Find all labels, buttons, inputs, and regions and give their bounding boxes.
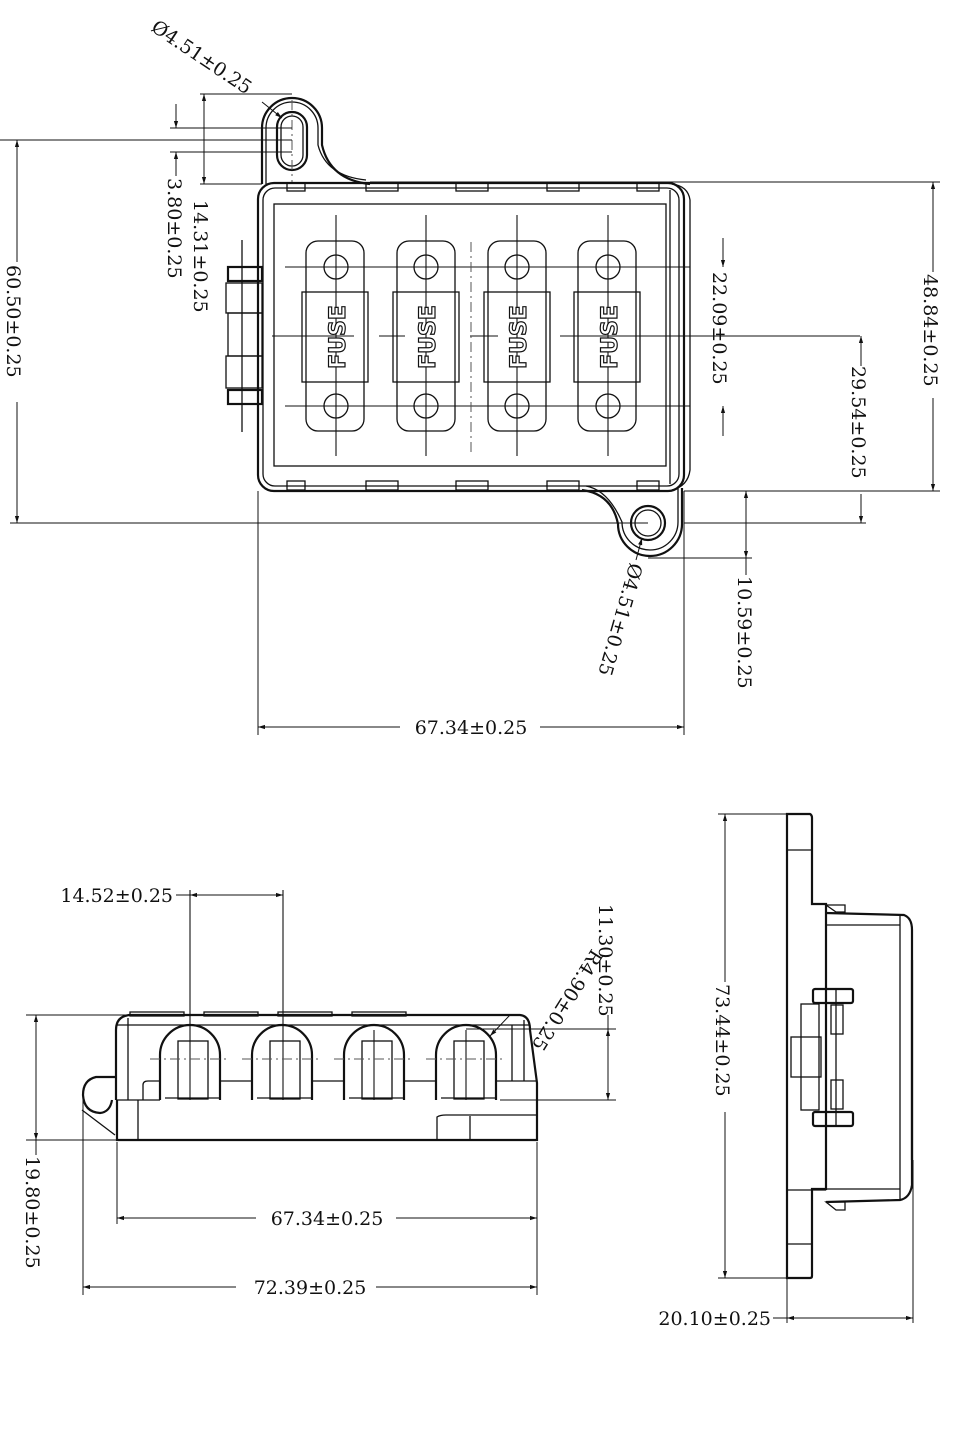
fuse-slot-1: FUSE bbox=[301, 215, 369, 456]
front-arch-4 bbox=[426, 1023, 506, 1100]
top-latches bbox=[286, 182, 660, 491]
dim-center-to-tab-hole: 29.54±0.25 bbox=[684, 336, 872, 524]
front-arch-1 bbox=[150, 890, 230, 1100]
top-mounting-ear bbox=[260, 96, 371, 186]
bottom-mounting-ear bbox=[581, 485, 684, 558]
top-view: FUSE FUSE FUSE FUSE bbox=[0, 16, 944, 739]
svg-text:Ø4.51±0.25: Ø4.51±0.25 bbox=[593, 561, 646, 679]
svg-text:20.10±0.25: 20.10±0.25 bbox=[658, 1308, 771, 1330]
front-arch-3 bbox=[334, 1023, 414, 1100]
svg-text:73.44±0.25: 73.44±0.25 bbox=[711, 984, 733, 1097]
fuse-slot-3: FUSE bbox=[483, 215, 551, 456]
dim-front-overall-width: 72.39±0.25 bbox=[82, 1100, 537, 1299]
side-view: 73.44±0.25 20.10±0.25 bbox=[658, 812, 914, 1330]
svg-text:14.31±0.25: 14.31±0.25 bbox=[189, 200, 211, 313]
dim-arch-radius: R4.90±0.25 bbox=[489, 945, 606, 1054]
svg-text:29.54±0.25: 29.54±0.25 bbox=[847, 366, 869, 479]
front-arch-2 bbox=[242, 890, 322, 1100]
svg-text:Ø4.51±0.25: Ø4.51±0.25 bbox=[147, 16, 256, 99]
svg-text:48.84±0.25: 48.84±0.25 bbox=[919, 274, 941, 387]
front-top-latches bbox=[129, 1011, 407, 1017]
svg-text:22.09±0.25: 22.09±0.25 bbox=[708, 272, 730, 385]
dim-body-width-top: 67.34±0.25 bbox=[257, 491, 685, 739]
fuse-label: FUSE bbox=[326, 305, 351, 369]
dim-fuse-pitch: 14.52±0.25 bbox=[60, 885, 283, 907]
svg-text:72.39±0.25: 72.39±0.25 bbox=[254, 1277, 367, 1299]
fuse-label: FUSE bbox=[598, 305, 623, 369]
svg-text:3.80±0.25: 3.80±0.25 bbox=[163, 178, 185, 279]
dim-side-overall-depth: 20.10±0.25 bbox=[658, 1160, 914, 1330]
dim-hole-dia-top: Ø4.51±0.25 bbox=[147, 16, 283, 119]
dim-hole-dia-bottom: Ø4.51±0.25 bbox=[593, 537, 646, 679]
svg-text:60.50±0.25: 60.50±0.25 bbox=[2, 265, 24, 378]
side-terminal-stack bbox=[790, 930, 855, 1185]
fuse-label: FUSE bbox=[507, 305, 532, 369]
dim-front-body-width: 67.34±0.25 bbox=[116, 1142, 538, 1295]
dim-overall-height: 60.50±0.25 bbox=[2, 140, 648, 524]
dim-slot-to-body: 14.31±0.25 bbox=[189, 93, 292, 313]
fuse-slot-4: FUSE bbox=[573, 215, 641, 456]
dim-side-overall-length: 73.44±0.25 bbox=[711, 813, 787, 1279]
front-view: 14.52±0.25 R4.90±0.25 11.30±0.25 19.80±0… bbox=[21, 885, 616, 1299]
side-hinge bbox=[225, 240, 264, 432]
fuse-label: FUSE bbox=[416, 305, 441, 369]
dim-slot-width: 3.80±0.25 bbox=[0, 104, 292, 279]
fuse-slot-2: FUSE bbox=[392, 215, 460, 456]
dim-arch-height: 11.30±0.25 bbox=[466, 904, 616, 1101]
svg-text:14.52±0.25: 14.52±0.25 bbox=[60, 885, 173, 907]
svg-text:67.34±0.25: 67.34±0.25 bbox=[271, 1208, 384, 1230]
svg-text:19.80±0.25: 19.80±0.25 bbox=[21, 1156, 43, 1269]
dim-terminal-pitch: 22.09±0.25 bbox=[708, 238, 730, 436]
dim-tab-offset: 10.59±0.25 bbox=[648, 491, 755, 689]
svg-text:67.34±0.25: 67.34±0.25 bbox=[415, 717, 528, 739]
dim-front-overall-height: 19.80±0.25 bbox=[21, 1014, 130, 1269]
top-body bbox=[225, 181, 691, 493]
svg-text:10.59±0.25: 10.59±0.25 bbox=[733, 576, 755, 689]
svg-text:11.30±0.25: 11.30±0.25 bbox=[594, 904, 616, 1017]
dim-body-height: 48.84±0.25 bbox=[370, 181, 944, 492]
